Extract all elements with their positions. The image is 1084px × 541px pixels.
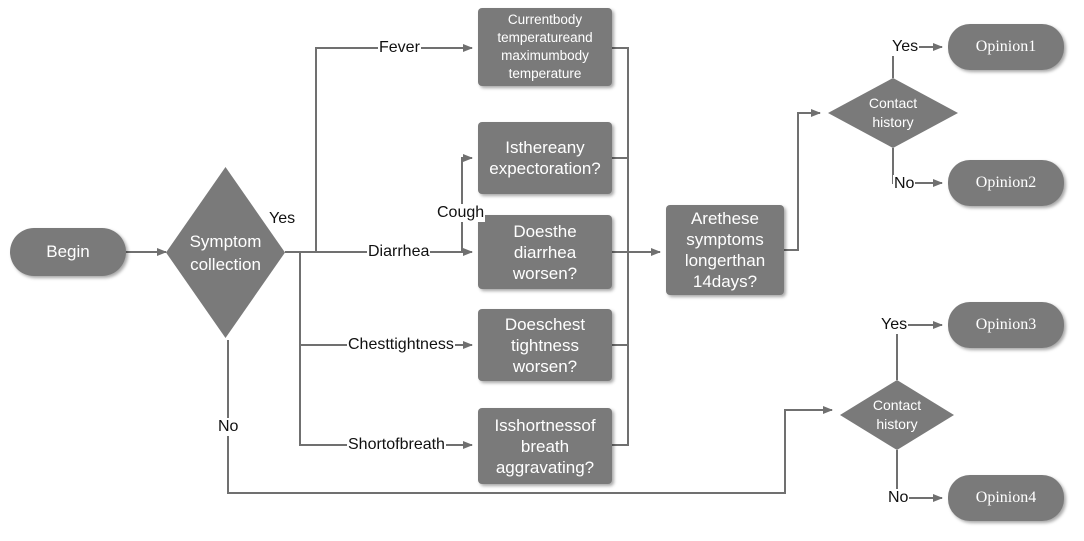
begin-label: Begin [46,242,90,261]
label-yes-contact2: Yes [880,316,909,334]
opinion2-label: Opinion2 [975,174,1037,191]
edge-duration-to-contact [784,109,821,251]
symptom-collection-decision: Symptom collection [166,167,285,338]
label-yes-contact1: Yes [891,38,920,56]
label-no-main: No [217,418,240,436]
breath-question-text: Isshortnessof breath aggravating? [494,415,596,477]
opinion3-label: Opinion3 [975,316,1037,333]
opinion1-label: Opinion1 [975,38,1037,55]
fever-question-box: Currentbody temperatureand maximumbody t… [478,8,612,86]
cough-question-text: Isthereany expectoration? [489,138,601,178]
contact-history-decision-1: Contact history [828,78,958,148]
cough-question-box: Isthereany expectoration? [478,122,612,194]
opinion3-node: Opinion3 [948,302,1064,348]
opinion1-node: Opinion1 [948,24,1064,70]
label-chest-tightness: Chesttightness [347,336,455,354]
opinion4-label: Opinion4 [975,489,1037,506]
begin-node: Begin [10,228,126,276]
duration-question-text: Arethese symptoms longerthan 14days? [684,209,766,291]
chest-question-text: Doeschest tightness worsen? [504,314,586,376]
symptom-collection-label: Symptom collection [189,231,262,274]
contact-history-label-1: Contact history [868,95,918,130]
edge-chest [285,251,473,349]
diamond-shape [828,78,958,148]
diamond-shape [166,167,285,338]
fever-question-text: Currentbody temperatureand maximumbody t… [497,12,593,81]
diamond-shape [840,380,954,450]
breath-question-box: Isshortnessof breath aggravating? [478,408,612,484]
opinion4-node: Opinion4 [948,475,1064,521]
contact-history-decision-2: Contact history [840,380,954,450]
contact-history-label-2: Contact history [872,397,922,432]
duration-question-box: Arethese symptoms longerthan 14days? [666,205,784,295]
label-diarrhea: Diarrhea [367,243,431,261]
diarrhea-question-text: Doesthe diarrhea worsen? [512,221,578,283]
edge-merge-fever [612,47,629,446]
diarrhea-question-box: Doesthe diarrhea worsen? [478,215,612,289]
edge-no-main [227,340,833,494]
label-cough: Cough [436,204,486,222]
label-short-of-breath: Shortofbreath [347,436,446,454]
label-no-contact2: No [887,489,910,507]
opinion2-node: Opinion2 [948,160,1064,206]
edge-breath [299,345,473,449]
label-fever: Fever [378,39,421,57]
chest-question-box: Doeschest tightness worsen? [478,309,612,381]
label-no-contact1: No [893,175,916,193]
label-yes-main: Yes [268,210,297,228]
